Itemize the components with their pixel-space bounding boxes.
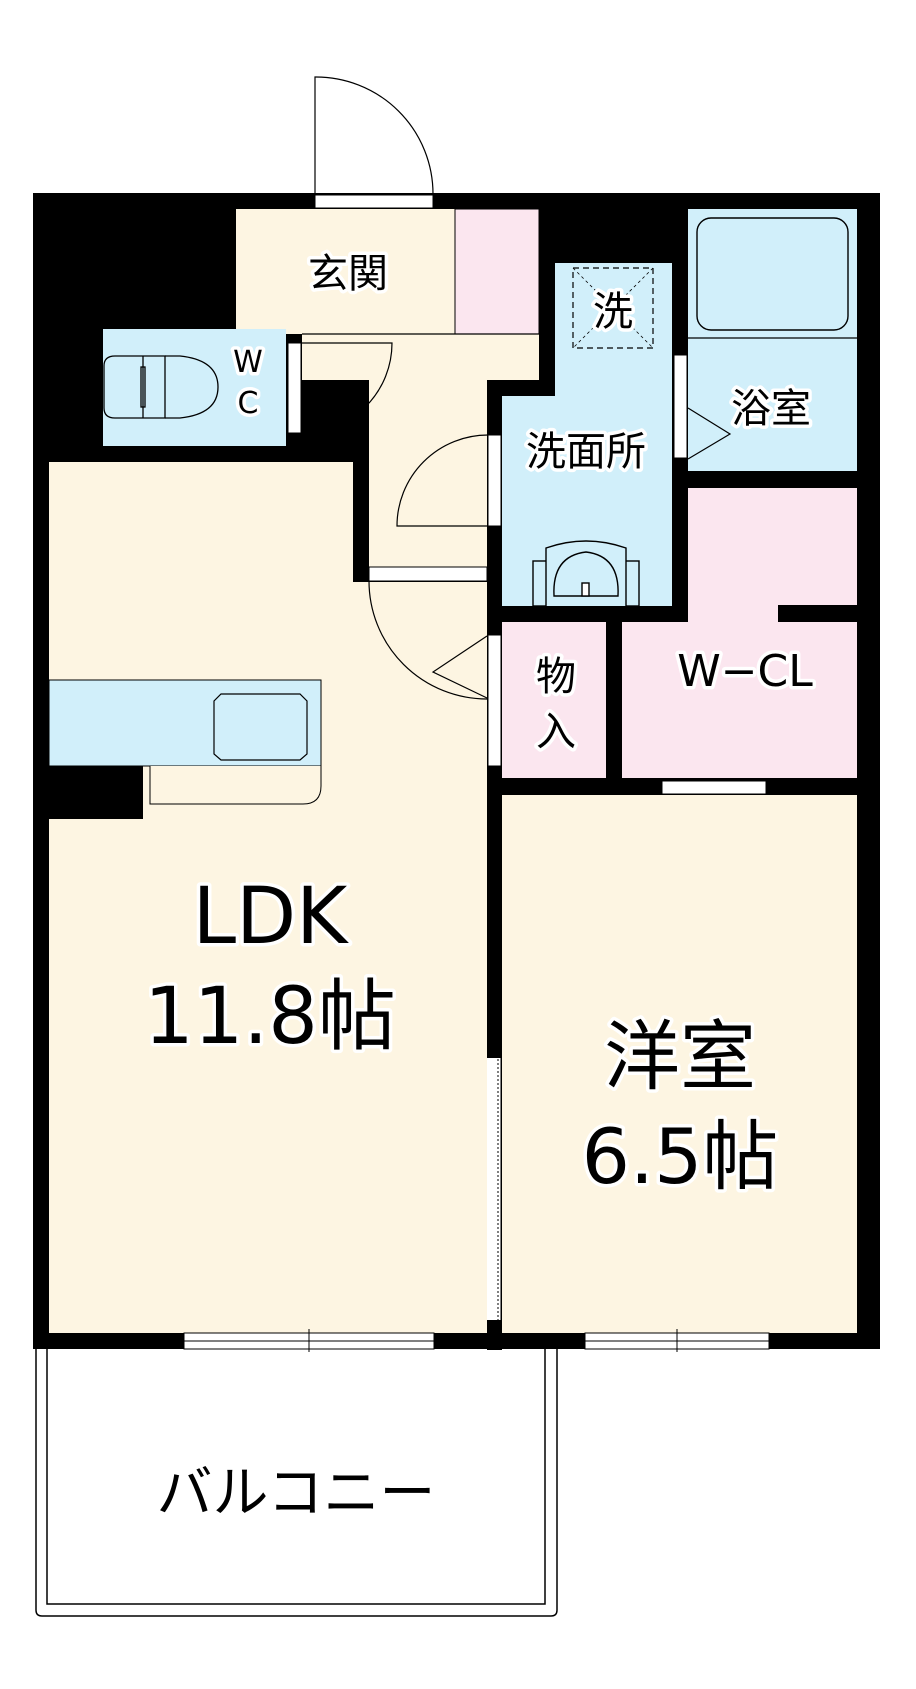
balcony bbox=[35, 1342, 558, 1617]
washroom bbox=[502, 263, 672, 606]
wc-label-w: W bbox=[233, 345, 263, 380]
walk-in-closet bbox=[622, 488, 857, 778]
sink-icon bbox=[213, 693, 308, 761]
walk-in-closet-label: W−CL bbox=[677, 646, 813, 697]
wc-room bbox=[103, 329, 286, 446]
bathroom bbox=[688, 209, 857, 471]
bathtub-icon bbox=[696, 217, 849, 331]
storage-door-swing[interactable] bbox=[431, 635, 488, 699]
ldk-door-swing[interactable] bbox=[368, 580, 488, 700]
shoe-closet bbox=[454, 208, 540, 335]
kitchen-counter bbox=[48, 679, 322, 805]
washer-label: 洗 bbox=[593, 289, 633, 335]
wc-door-swing[interactable] bbox=[301, 342, 393, 434]
entrance-label: 玄関 bbox=[308, 251, 388, 297]
balcony-label: バルコニー bbox=[157, 1461, 436, 1526]
storage-label-1: 物 bbox=[536, 654, 576, 700]
storage-closet bbox=[502, 622, 606, 778]
entrance-door[interactable] bbox=[314, 76, 434, 195]
bathroom-label: 浴室 bbox=[731, 386, 811, 432]
wc-label-c: C bbox=[238, 386, 259, 421]
ldk-area-label: 11.8帖 bbox=[144, 972, 396, 1062]
ldk-window[interactable] bbox=[183, 1329, 435, 1352]
pillar bbox=[33, 766, 143, 819]
storage-label-2: 入 bbox=[536, 709, 576, 755]
sliding-door[interactable] bbox=[487, 947, 502, 1350]
western-room-window[interactable] bbox=[584, 1329, 770, 1352]
toilet-icon bbox=[103, 355, 219, 419]
western-room bbox=[502, 795, 857, 1333]
washroom-door-swing[interactable] bbox=[396, 434, 489, 527]
washing-machine-space: 洗 bbox=[572, 267, 654, 349]
western-room-area-label: 6.5帖 bbox=[582, 1112, 779, 1201]
washbasin-icon bbox=[532, 540, 640, 607]
western-room-label: 洋室 bbox=[604, 1012, 756, 1101]
entrance-room bbox=[236, 209, 455, 334]
bath-door-swing[interactable] bbox=[687, 407, 732, 460]
ldk-label: LDK bbox=[193, 872, 350, 962]
washroom-label: 洗面所 bbox=[526, 429, 646, 475]
